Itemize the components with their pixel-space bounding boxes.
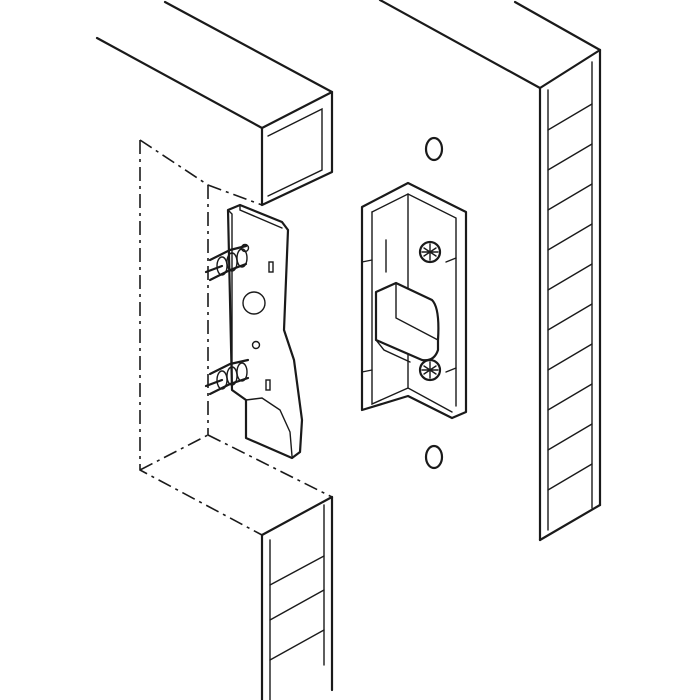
mounting-hole-lower bbox=[424, 444, 444, 470]
catch-tongue bbox=[374, 281, 440, 363]
screw-lower bbox=[204, 358, 250, 396]
right-panel-ladder bbox=[547, 103, 593, 491]
hook-bracket bbox=[226, 203, 304, 460]
mounting-hole-upper bbox=[424, 136, 444, 162]
hidden-panel-outline bbox=[139, 139, 333, 536]
right-panel bbox=[378, 0, 602, 542]
screw-upper bbox=[204, 244, 248, 282]
screw-head-upper bbox=[418, 240, 442, 264]
screw-head-lower bbox=[418, 358, 442, 382]
left-panel-bottom bbox=[260, 495, 334, 700]
left-panel-top bbox=[95, 0, 334, 207]
